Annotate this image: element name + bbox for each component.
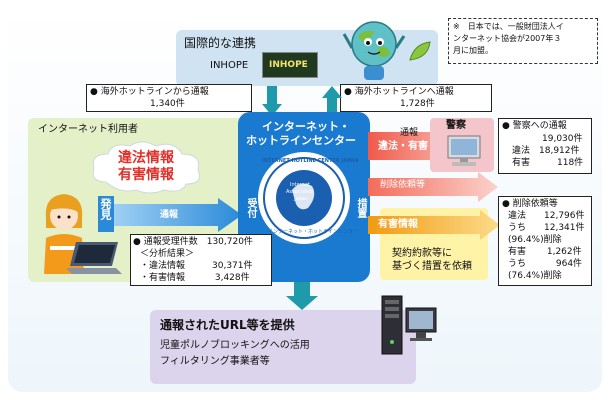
police-flow-top: 通報 xyxy=(400,128,419,138)
discover-badge xyxy=(98,196,114,232)
seal-year: 2006 xyxy=(296,214,316,222)
arrow-user-to-center xyxy=(114,198,242,232)
reports-summary-illegal: ・違法情報 30,371件 xyxy=(140,261,253,271)
cloud-shape xyxy=(92,141,200,194)
reports-summary-harmful: ・有害情報 3,428件 xyxy=(140,273,250,283)
deletion-illegal-pct: (96.4%)削除 xyxy=(508,235,562,245)
seal-mid-1: Internet xyxy=(290,182,310,188)
deletion-harmful: 有害 1,262件 xyxy=(508,247,582,257)
cloud-line-2: 有害情報 xyxy=(118,167,174,183)
note-line-2: ンターネット協会が2007年３ xyxy=(453,34,562,43)
overseas-to-value: 1,728件 xyxy=(400,99,435,109)
overseas-to-box xyxy=(340,84,492,112)
server-icon xyxy=(381,295,437,355)
police-flow-mid: 違法・有害 xyxy=(378,141,428,152)
police-box-title: ● 警察への通報 xyxy=(502,121,567,131)
discover-label: 発見 xyxy=(99,198,112,220)
hotline-seal-icon xyxy=(258,152,350,244)
deletion-flow-label: 削除依頼等 xyxy=(380,180,426,190)
reports-summary-sub: ＜分析結果＞ xyxy=(140,249,195,259)
overseas-from-title: ● 海外ホットラインから通報 xyxy=(90,87,209,97)
provide-box xyxy=(150,310,416,384)
police-label: 警察 xyxy=(446,120,466,131)
deletion-harmful-pct: (76.4%)削除 xyxy=(508,271,562,281)
arrow-harmful xyxy=(368,210,500,240)
note-box xyxy=(448,18,598,64)
cloud-line-1: 違法情報 xyxy=(118,150,174,166)
note-line-1: ※ 日本では、一般財団法人イ xyxy=(453,22,564,31)
police-illegal: 違法 18,912件 xyxy=(512,146,580,156)
deletion-harmful-deleted: うち 964件 xyxy=(508,259,583,269)
contract-line-1: 契約約款等に xyxy=(392,248,452,259)
police-total: 19,030件 xyxy=(542,134,583,144)
international-org: INHOPE xyxy=(210,60,249,71)
report-label: 通報 xyxy=(160,210,179,220)
arrow-deletion-request xyxy=(368,172,498,202)
provide-title: 通報されたURL等を提供 xyxy=(160,318,295,332)
globe-mascot-icon xyxy=(342,21,406,80)
deletion-illegal-deleted: うち 12,341件 xyxy=(508,223,585,233)
seal-mid-3: Japan xyxy=(294,196,308,202)
inhope-logo: INHOPE xyxy=(262,52,318,78)
international-title: 国際的な連携 xyxy=(184,36,257,50)
arrow-center-to-international xyxy=(322,86,342,116)
overseas-from-box xyxy=(86,84,252,112)
computer-monitor-icon xyxy=(447,135,481,166)
arrow-center-to-provide xyxy=(286,282,318,310)
deletion-box-title: ● 削除依頼等 xyxy=(502,199,558,209)
measures-label: 措置 xyxy=(355,198,366,218)
users-title: インターネット利用者 xyxy=(38,124,138,135)
center-title-line-2: ホットラインセンター xyxy=(246,134,356,147)
provide-line-1: 児童ポルノブロッキングへの活用 xyxy=(160,340,310,351)
note-line-3: 月に加盟。 xyxy=(453,46,493,55)
police-harmful: 有害 118件 xyxy=(512,158,584,168)
arrow-international-to-center xyxy=(262,86,282,116)
reports-summary-box xyxy=(130,234,272,286)
deletion-box xyxy=(498,196,592,286)
police-box xyxy=(498,118,592,174)
overseas-from-value: 1,340件 xyxy=(150,99,185,109)
inhope-logo-text: INHOPE xyxy=(269,60,308,70)
seal-bottom-text: インターネット・ホットラインセンター xyxy=(268,229,359,235)
leaf-icon xyxy=(409,41,431,61)
reports-summary-title: ● 通報受理件数 130,720件 xyxy=(133,237,253,247)
overseas-to-title: ● 海外ホットラインへ通報 xyxy=(344,87,454,97)
receive-label: 受付 xyxy=(245,198,256,218)
seal-arc-text: INTERNET HOTLINE CENTER JAPAN xyxy=(262,158,359,164)
center-title-line-1: インターネット・ xyxy=(262,120,350,133)
laptop-icon xyxy=(66,242,122,274)
harmful-flow-label: 有害情報 xyxy=(378,219,418,230)
deletion-illegal: 違法 12,796件 xyxy=(508,211,585,221)
seal-mid-2: Association xyxy=(286,189,315,195)
provide-line-2: フィルタリング事業者等 xyxy=(160,356,270,367)
contract-line-2: 基づく措置を依頼 xyxy=(392,261,472,272)
